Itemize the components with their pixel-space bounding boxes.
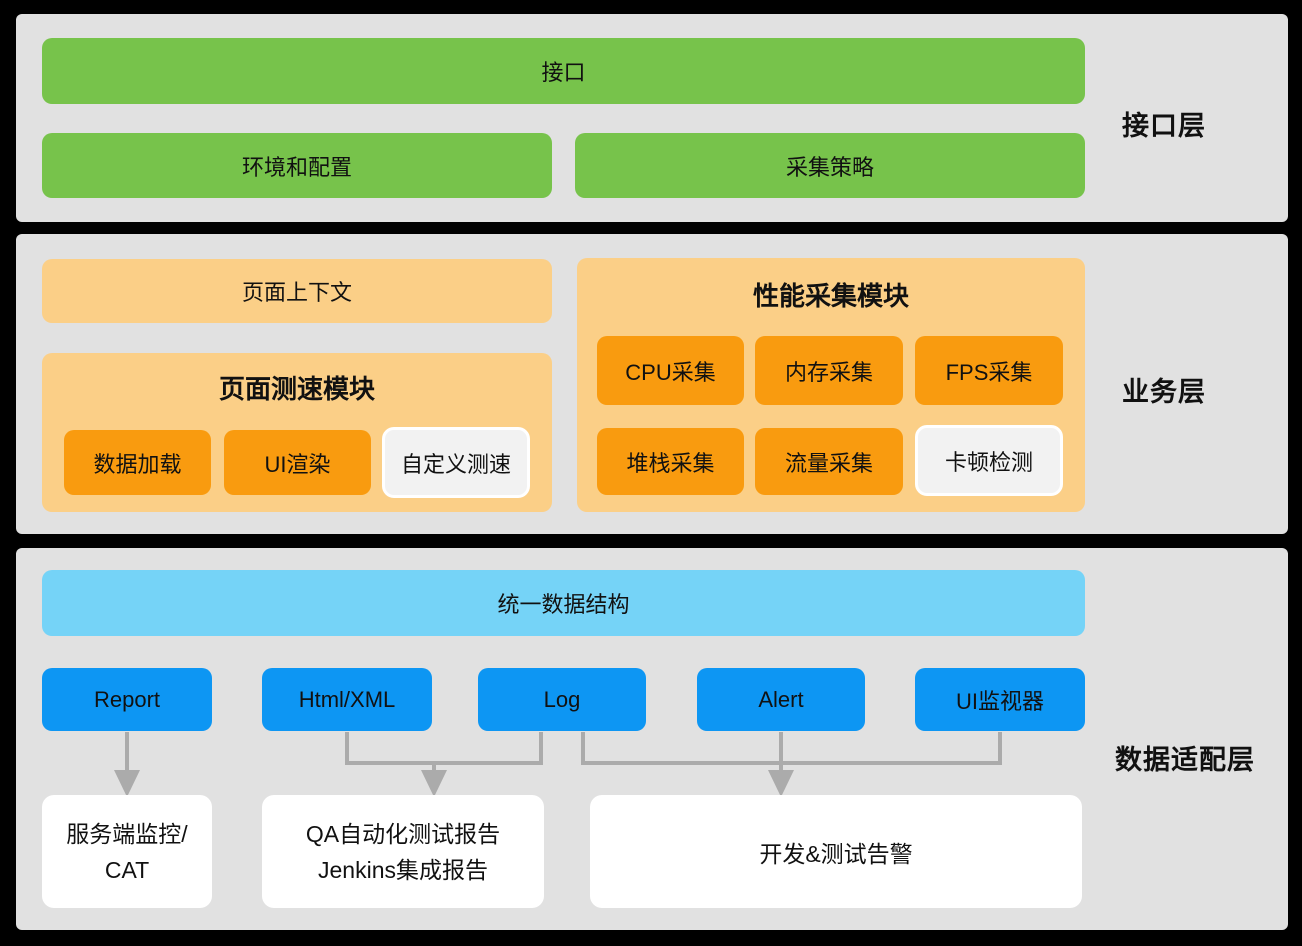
perf-collect-module-title: 性能采集模块 bbox=[752, 281, 909, 311]
interface-layer-panel: 接口 环境和配置 采集策略 接口层 bbox=[16, 14, 1288, 222]
server-monitor-line2: CAT bbox=[104, 856, 150, 883]
ui-monitor-box: UI监视器 bbox=[915, 668, 1085, 731]
stack-collect-box: 堆栈采集 bbox=[597, 428, 744, 495]
business-layer-panel: 页面上下文 页面测速模块 数据加载 UI渲染 自定义测速 性能采集模块 CPU采… bbox=[16, 234, 1288, 534]
data-load-box: 数据加载 bbox=[64, 430, 211, 495]
arrow-to-qa-report-head bbox=[421, 770, 447, 797]
page-context-box: 页面上下文 bbox=[42, 259, 552, 323]
unified-data-box: 统一数据结构 bbox=[42, 570, 1085, 636]
server-monitor-line1: 服务端监控/ bbox=[66, 820, 188, 847]
qa-report-line1: QA自动化测试报告 bbox=[305, 820, 501, 847]
page-speed-module-title: 页面测速模块 bbox=[218, 374, 375, 404]
fps-collect-box: FPS采集 bbox=[915, 336, 1063, 405]
dev-alert-box: 开发&测试告警 bbox=[590, 795, 1082, 908]
lag-detect-box: 卡顿检测 bbox=[915, 425, 1063, 496]
flow-arrows bbox=[114, 732, 1002, 797]
log-box: Log bbox=[478, 668, 646, 731]
arrow-report-to-server-head bbox=[114, 770, 140, 797]
custom-speed-box: 自定义测速 bbox=[382, 427, 530, 498]
memory-collect-box: 内存采集 bbox=[755, 336, 903, 405]
alert-box: Alert bbox=[697, 668, 865, 731]
qa-report-line2: Jenkins集成报告 bbox=[318, 856, 488, 883]
arrow-to-dev-alert-head bbox=[768, 770, 794, 797]
business-layer-label: 业务层 bbox=[1122, 377, 1206, 407]
connector-htmlxml-log bbox=[345, 732, 543, 765]
html-xml-box: Html/XML bbox=[262, 668, 432, 731]
ui-render-box: UI渲染 bbox=[224, 430, 371, 495]
connector-log-alert-uimonitor bbox=[581, 732, 1002, 765]
data-adapter-layer-label: 数据适配层 bbox=[1115, 745, 1255, 775]
env-config-box: 环境和配置 bbox=[42, 133, 552, 198]
collect-strategy-box: 采集策略 bbox=[575, 133, 1085, 198]
server-monitor-box: 服务端监控/ CAT bbox=[42, 795, 212, 908]
interface-layer-label: 接口层 bbox=[1122, 111, 1206, 141]
report-box: Report bbox=[42, 668, 212, 731]
qa-report-box: QA自动化测试报告 Jenkins集成报告 bbox=[262, 795, 544, 908]
page-speed-module: 页面测速模块 数据加载 UI渲染 自定义测速 bbox=[42, 353, 552, 512]
cpu-collect-box: CPU采集 bbox=[597, 336, 744, 405]
perf-collect-module: 性能采集模块 CPU采集 内存采集 FPS采集 堆栈采集 流量采集 卡顿检测 bbox=[577, 258, 1085, 512]
traffic-collect-box: 流量采集 bbox=[755, 428, 903, 495]
api-box: 接口 bbox=[42, 38, 1085, 104]
data-adapter-layer-panel: 统一数据结构 Report Html/XML Log Alert UI监视器 服… bbox=[16, 548, 1288, 930]
